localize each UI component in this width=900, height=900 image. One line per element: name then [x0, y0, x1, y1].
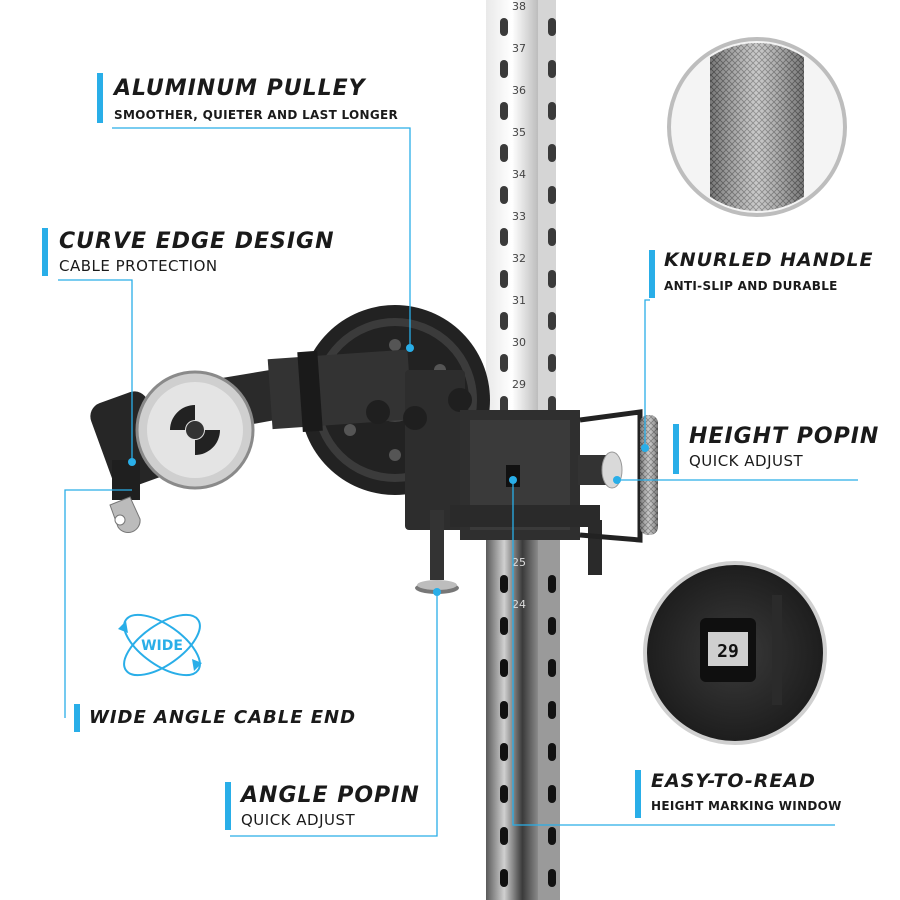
curve-edge-leader [58, 279, 133, 462]
easy-to-read-title: EASY-TO-READ [651, 770, 816, 792]
aluminum-pulley-title: ALUMINUM PULLEY [114, 76, 366, 101]
carriage [415, 410, 623, 594]
knurled-handle-leader [644, 299, 650, 448]
rack-number: 34 [512, 168, 526, 181]
rack-hole [548, 617, 556, 635]
rack-hole [500, 827, 508, 845]
rack-hole [500, 312, 508, 330]
rack-number: 32 [512, 252, 526, 265]
aluminum-pulley-leader [112, 127, 411, 348]
angle-popin-subtitle: QUICK ADJUST [241, 811, 356, 829]
rack-number: 33 [512, 210, 526, 223]
rack-hole [500, 102, 508, 120]
rack-hole [500, 701, 508, 719]
rack-hole [500, 869, 508, 887]
rack-hole [548, 144, 556, 162]
angle-popin-accent-bar [225, 782, 231, 830]
rack-hole [548, 228, 556, 246]
rack-hole [500, 186, 508, 204]
rack-hole [548, 743, 556, 761]
knurled-handle-zoom [667, 37, 847, 217]
rack-hole [548, 270, 556, 288]
callout-lines [58, 127, 858, 837]
rack-hole [548, 575, 556, 593]
rack-hole [548, 396, 556, 414]
wide-angle-leader [64, 489, 132, 718]
angle-popin-leader [230, 592, 438, 837]
rack-hole [500, 743, 508, 761]
rack-number: 35 [512, 126, 526, 139]
rack-hole [500, 396, 508, 414]
rack-number: 31 [512, 294, 526, 307]
rack-hole [548, 102, 556, 120]
rack-hole [548, 701, 556, 719]
aluminum-pulley-subtitle: SMOOTHER, QUIETER AND LAST LONGER [114, 108, 399, 122]
rack-hole [548, 869, 556, 887]
rack-hole [548, 60, 556, 78]
rack-hole [548, 312, 556, 330]
rack-hole [500, 228, 508, 246]
rack-number: 24 [512, 598, 526, 611]
curve-edge-accent-bar [42, 228, 48, 276]
easy-to-read-subtitle: HEIGHT MARKING WINDOW [651, 799, 842, 813]
wide-angle-accent-bar [74, 704, 80, 732]
rack-hole [500, 270, 508, 288]
height-popin-accent-bar [673, 424, 679, 474]
rack-number: 37 [512, 42, 526, 55]
rack-hole [548, 659, 556, 677]
knurled-handle-accent-bar [649, 250, 655, 298]
knurled-handle-title: KNURLED HANDLE [664, 249, 874, 271]
curve-edge-subtitle: CABLE PROTECTION [59, 257, 218, 275]
curve-edge-title: CURVE EDGE DESIGN [59, 229, 335, 254]
wide-angle-icon: WIDE [118, 613, 202, 677]
rack-number: 29 [512, 378, 526, 391]
rack-hole [548, 186, 556, 204]
height-popin-title: HEIGHT POPIN [689, 424, 880, 449]
aluminum-pulley-accent-bar [97, 73, 103, 123]
knurled-handle-subtitle: ANTI-SLIP AND DURABLE [664, 279, 838, 293]
rack-hole [500, 60, 508, 78]
rack-hole [500, 659, 508, 677]
easy-to-read-leader [512, 480, 835, 826]
rack-number: 38 [512, 0, 526, 13]
wide-angle-title: WIDE ANGLE CABLE END [89, 707, 357, 728]
rack-number: 30 [512, 336, 526, 349]
angle-popin-title: ANGLE POPIN [241, 783, 420, 808]
rack-hole [500, 144, 508, 162]
rack-hole [548, 354, 556, 372]
window-number: 29 [717, 641, 739, 662]
rack-hole [500, 18, 508, 36]
rack-hole [500, 354, 508, 372]
rack-hole [548, 785, 556, 803]
rack-hole [500, 785, 508, 803]
rack-upright-lower [486, 540, 560, 900]
easy-to-read-accent-bar [635, 770, 641, 818]
wide-icon-label: WIDE [141, 638, 183, 654]
rack-hole [548, 18, 556, 36]
rack-number: 25 [512, 556, 526, 569]
rack-hole [500, 575, 508, 593]
rack-hole [548, 827, 556, 845]
curve-edge-pulley [90, 370, 255, 533]
height-popin-subtitle: QUICK ADJUST [689, 452, 804, 470]
height-window-zoom: 29 [643, 561, 827, 745]
rack-number: 36 [512, 84, 526, 97]
rack-hole [500, 617, 508, 635]
